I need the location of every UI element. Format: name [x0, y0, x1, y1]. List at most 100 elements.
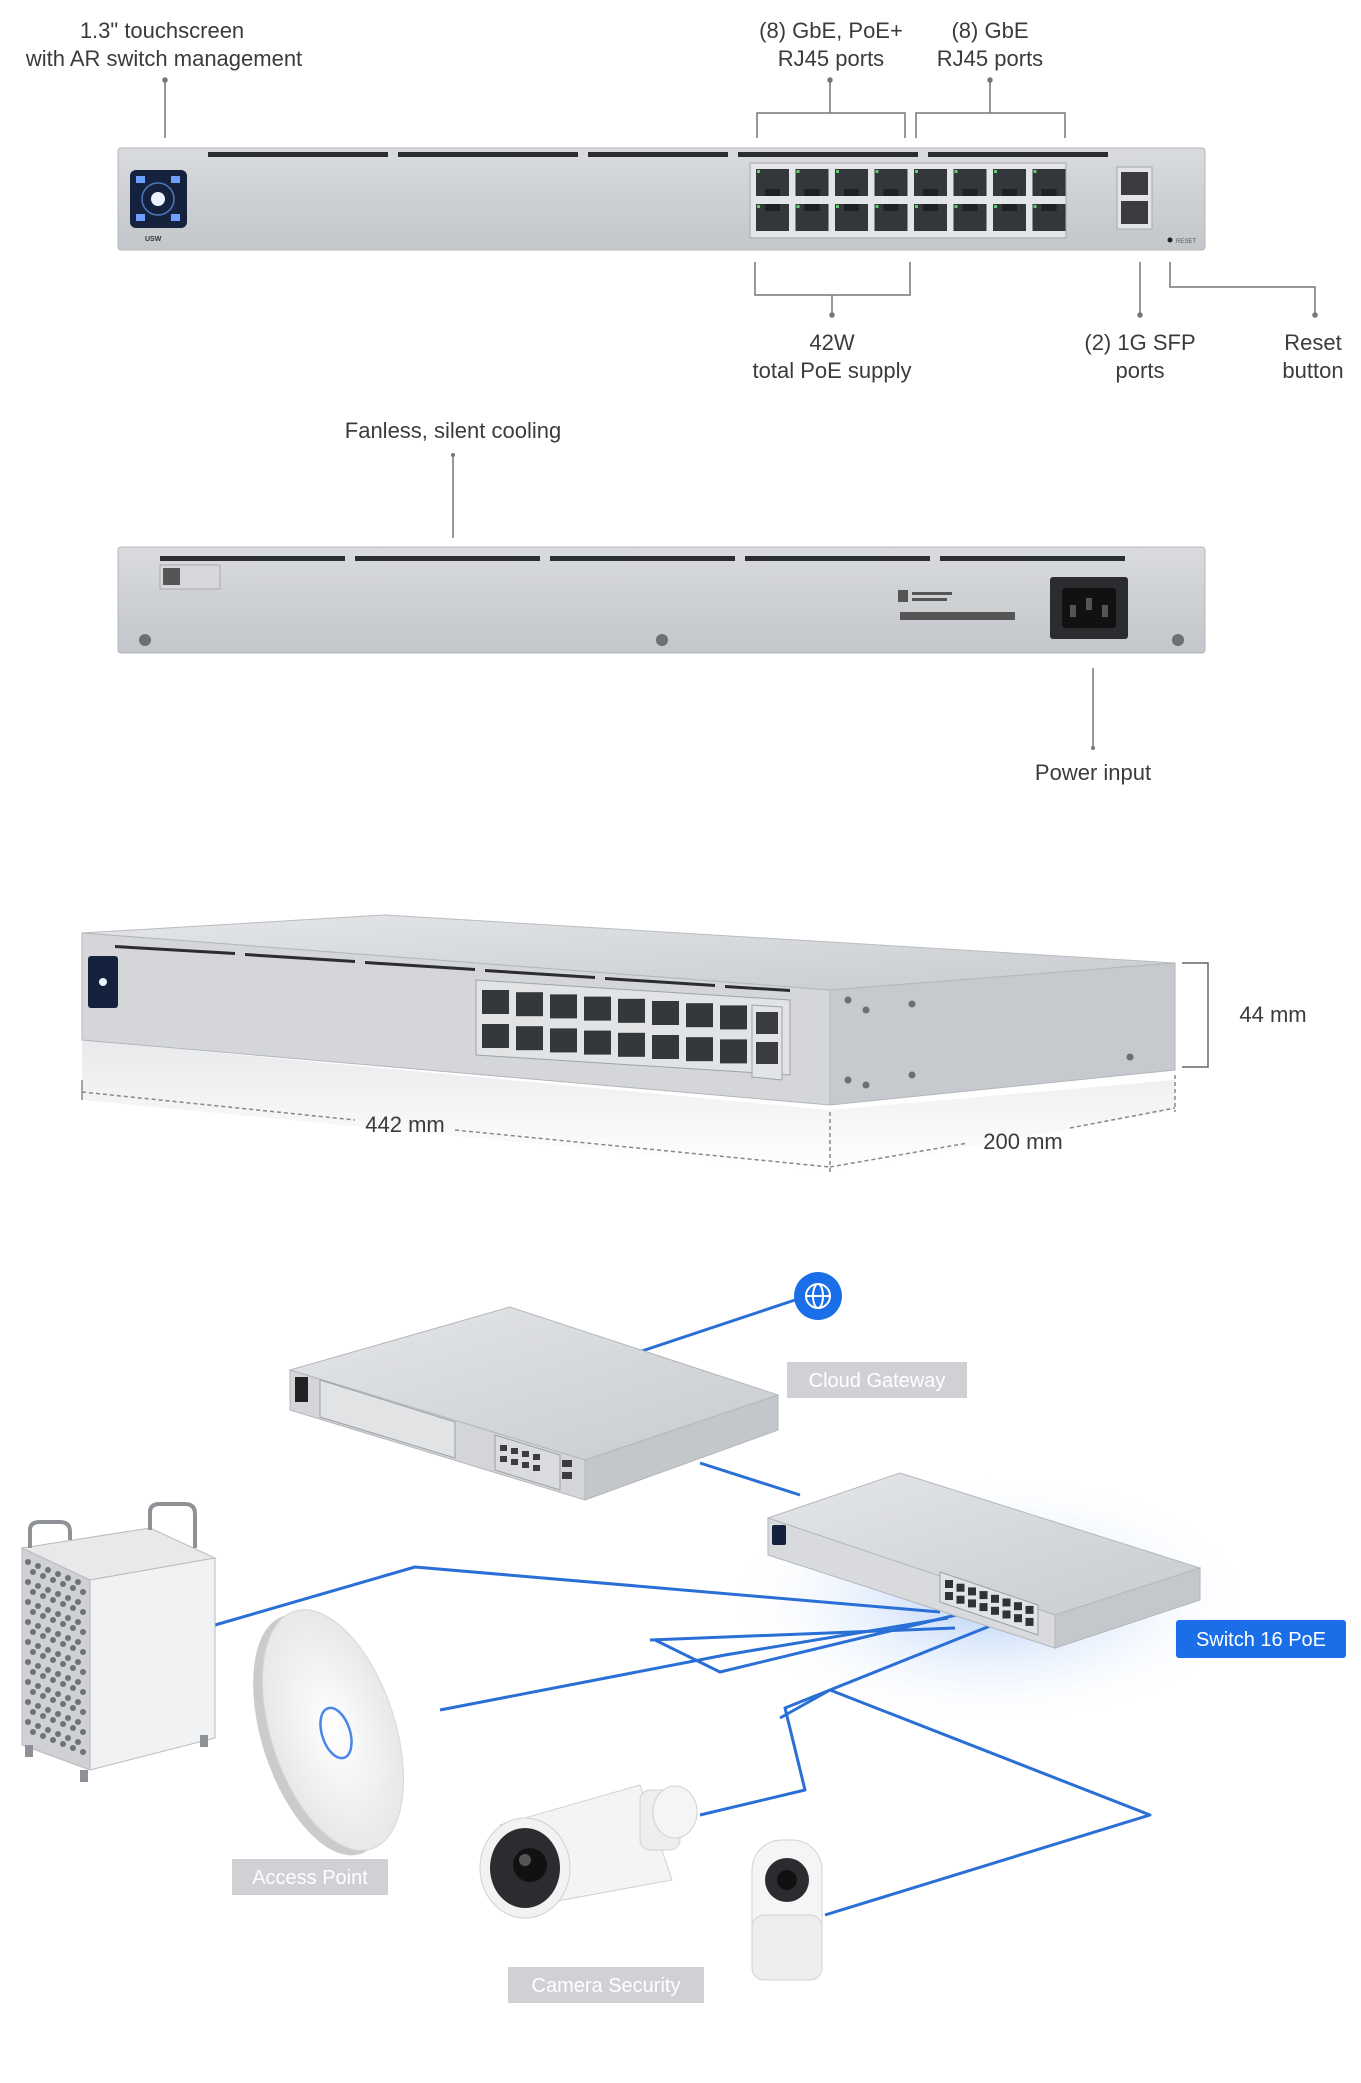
callout-touchscreen-line1: 1.3" touchscreen — [80, 18, 244, 43]
rj45-port-3d — [720, 1039, 747, 1064]
switch-3d-side — [829, 962, 1176, 1106]
callout-reset-line1: Reset — [1284, 330, 1341, 355]
vent-hole — [65, 1595, 71, 1601]
vent-hole — [50, 1697, 56, 1703]
rj45-port-3d — [720, 1005, 747, 1030]
rj45-port-topology — [1002, 1610, 1011, 1619]
vent-hole — [35, 1723, 41, 1729]
vent-hole — [30, 1709, 36, 1715]
vent-hole — [80, 1649, 86, 1655]
vent-hole — [40, 1593, 46, 1599]
vent-hole — [25, 1719, 31, 1725]
vent-hole — [75, 1619, 81, 1625]
dimension-width: 442 mm — [365, 1112, 444, 1137]
vent-hole — [35, 1583, 41, 1589]
vent-hole — [30, 1569, 36, 1575]
vent-hole — [25, 1659, 31, 1665]
vent-hole — [55, 1711, 61, 1717]
vent-hole — [50, 1717, 56, 1723]
rj45-port-latch — [883, 189, 899, 196]
access-point-device — [253, 1609, 404, 1856]
port-led — [836, 205, 839, 208]
vent-hole — [65, 1675, 71, 1681]
callout-cooling: Fanless, silent cooling — [345, 418, 561, 443]
bullet-camera-device — [479, 1784, 698, 1919]
rj45-port-3d — [618, 998, 645, 1023]
rj45-port-latch — [1002, 189, 1017, 196]
vent-hole — [75, 1739, 81, 1745]
vent-hole — [35, 1703, 41, 1709]
cloud-gateway-device — [288, 1306, 780, 1501]
callout-touchscreen-line2: with AR switch management — [25, 46, 302, 71]
vent-hole — [80, 1709, 86, 1715]
regulatory-marks — [898, 590, 1015, 620]
rear-view: Fanless, silent cooling Power input — [117, 418, 1206, 785]
vent-hole — [35, 1623, 41, 1629]
switch-topology-ports — [945, 1580, 1034, 1626]
switch-16-poe-device — [766, 1472, 1202, 1649]
vent-hole — [55, 1591, 61, 1597]
vent-hole — [65, 1615, 71, 1621]
rj45-port-3d — [516, 1026, 543, 1051]
rj45-port-3d — [482, 1024, 509, 1048]
vent-hole — [25, 1619, 31, 1625]
access-point-tag — [232, 1859, 388, 1895]
globe-icon — [805, 1283, 831, 1309]
rj45-port-latch — [1041, 204, 1057, 211]
vent-hole — [35, 1663, 41, 1669]
callout-power: Power input — [1035, 760, 1151, 785]
vent-hole — [60, 1621, 66, 1627]
rj45-port-latch — [844, 204, 859, 211]
vent-hole — [75, 1599, 81, 1605]
rj45-port-latch — [804, 204, 820, 211]
rj45-port-3d — [686, 1003, 713, 1028]
vent-hole — [35, 1683, 41, 1689]
rj45-port-latch — [1002, 204, 1017, 211]
rj45-port-3d — [652, 1035, 679, 1059]
rj45-port-topology — [968, 1599, 976, 1608]
network-topology: Cloud Gateway Switch 16 PoE — [20, 1272, 1346, 2003]
rj45-port-3d — [516, 992, 543, 1017]
vent-hole — [35, 1603, 41, 1609]
vent-hole — [65, 1655, 71, 1661]
rj45-port-latch — [804, 189, 820, 196]
port-led — [915, 170, 918, 173]
vent-hole — [25, 1639, 31, 1645]
rj45-ports-3d — [482, 990, 747, 1064]
rj45-port-latch — [883, 204, 899, 211]
vent-hole — [70, 1645, 76, 1651]
vent-hole — [45, 1707, 51, 1713]
vent-hole — [50, 1617, 56, 1623]
callout-gbe-ports-line2: RJ45 ports — [937, 46, 1043, 71]
vent-hole — [65, 1575, 71, 1581]
rj45-port-latch — [923, 204, 938, 211]
rj45-port-topology — [1002, 1598, 1011, 1607]
callout-sfp-line2: ports — [1116, 358, 1165, 383]
vent-hole — [30, 1609, 36, 1615]
flex-camera-device — [751, 1839, 823, 1981]
port-led — [994, 170, 997, 173]
rj45-port-latch — [962, 189, 978, 196]
vent-hole — [40, 1653, 46, 1659]
dimension-height: 44 mm — [1239, 1002, 1306, 1027]
cloud-gateway-label: Cloud Gateway — [809, 1370, 946, 1392]
rj45-port-latch — [765, 189, 780, 196]
rj45-port-latch — [765, 204, 780, 211]
rj45-port-3d — [550, 994, 577, 1019]
vent-hole — [50, 1677, 56, 1683]
vent-hole — [45, 1647, 51, 1653]
front-leader-lines — [162, 77, 1318, 318]
screw — [139, 634, 151, 646]
callout-sfp-line1: (2) 1G SFP — [1084, 330, 1195, 355]
rear-chassis — [117, 546, 1206, 654]
front-view: 1.3" touchscreen with AR switch manageme… — [25, 18, 1344, 383]
vent-hole — [50, 1737, 56, 1743]
vent-hole — [75, 1679, 81, 1685]
vent-hole — [55, 1631, 61, 1637]
vent-hole — [25, 1559, 31, 1565]
dimension-lines — [81, 1075, 1176, 1172]
vent-hole — [80, 1689, 86, 1695]
vent-hole — [60, 1581, 66, 1587]
reset-hole — [1167, 237, 1173, 243]
vent-hole — [55, 1571, 61, 1577]
